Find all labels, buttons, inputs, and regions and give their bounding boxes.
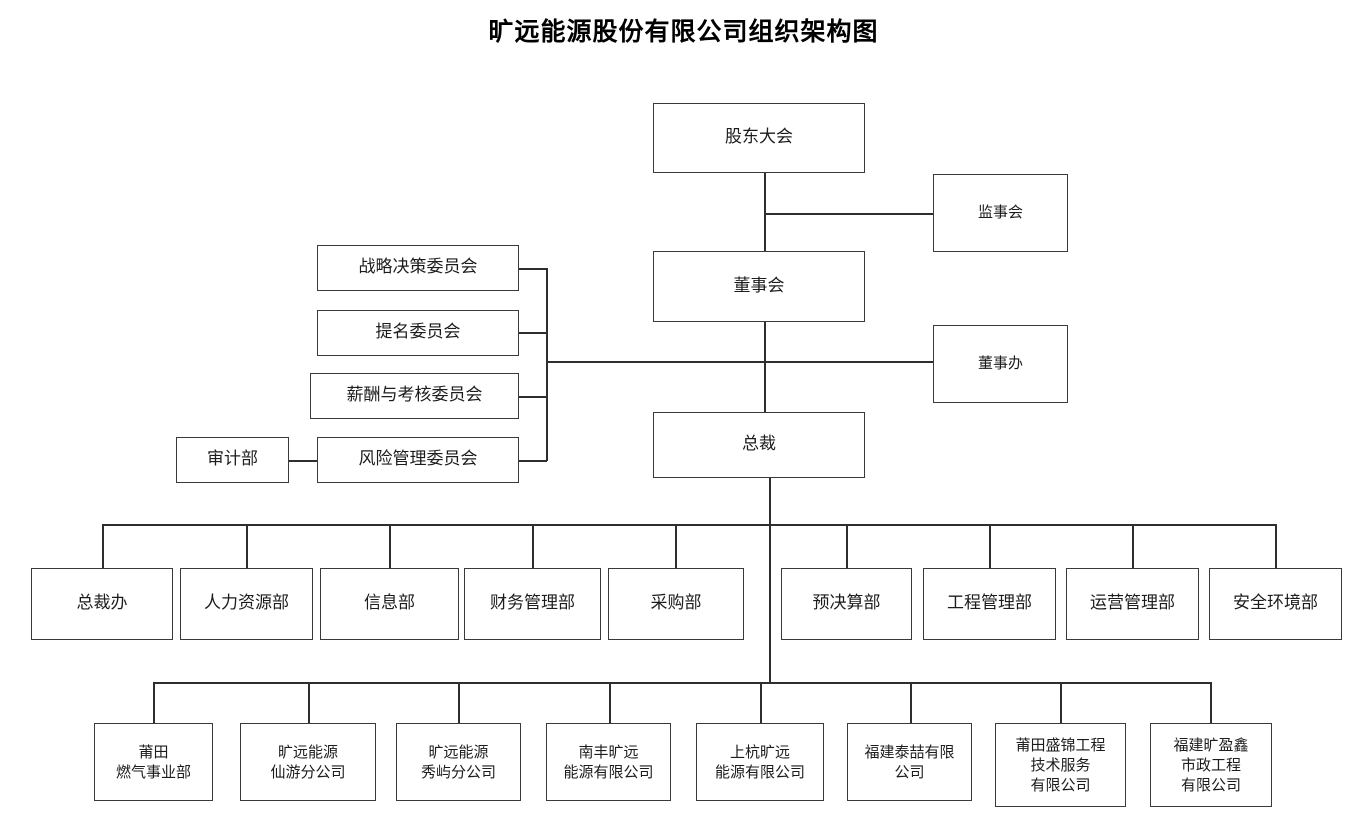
connector-subsidiary-drop-7 [1060, 682, 1062, 723]
connector-department-drop-8 [1132, 524, 1134, 569]
node-board-office[interactable]: 董事办 [933, 325, 1068, 403]
node-subsidiary-nanfeng[interactable]: 南丰旷远 能源有限公司 [546, 723, 671, 801]
connector-board-to-president [764, 321, 766, 412]
connector-subsidiary-drop-1 [153, 682, 155, 723]
node-department-safety-environment[interactable]: 安全环境部 [1209, 568, 1342, 640]
connector-subsidiary-drop-6 [910, 682, 912, 723]
node-committee-strategy[interactable]: 战略决策委员会 [317, 245, 519, 291]
connector-president-spine [769, 478, 771, 683]
connector-board-row-horizontal [546, 361, 934, 363]
node-subsidiary-putian-gas[interactable]: 莆田 燃气事业部 [94, 723, 213, 801]
page-title: 旷远能源股份有限公司组织架构图 [488, 17, 879, 46]
connector-department-drop-5 [675, 524, 677, 569]
connector-shareholders-to-supervisors [764, 213, 934, 215]
node-subsidiary-fujian-kuangyingxin[interactable]: 福建旷盈鑫 市政工程 有限公司 [1150, 723, 1272, 807]
connector-department-drop-6 [846, 524, 848, 569]
connector-department-drop-9 [1275, 524, 1277, 569]
connector-committee-stub-4 [519, 460, 547, 462]
connector-subsidiary-drop-2 [308, 682, 310, 723]
connector-department-drop-1 [102, 524, 104, 569]
connector-subsidiary-drop-5 [760, 682, 762, 723]
node-subsidiary-shanghang[interactable]: 上杭旷远 能源有限公司 [696, 723, 824, 801]
connector-subsidiary-drop-4 [609, 682, 611, 723]
node-audit-department[interactable]: 审计部 [176, 437, 289, 483]
connector-committee-stub-1 [519, 268, 547, 270]
connector-department-bus [102, 524, 1276, 526]
connector-subsidiary-drop-3 [458, 682, 460, 723]
connector-audit-to-risk-committee [289, 460, 318, 462]
node-subsidiary-fujian-taizhe[interactable]: 福建泰喆有限 公司 [847, 723, 972, 801]
node-department-procurement[interactable]: 采购部 [608, 568, 744, 640]
node-department-finance[interactable]: 财务管理部 [464, 568, 601, 640]
node-committee-risk[interactable]: 风险管理委员会 [317, 437, 519, 483]
node-department-hr[interactable]: 人力资源部 [180, 568, 313, 640]
connector-department-drop-7 [989, 524, 991, 569]
node-subsidiary-xiuyu-branch[interactable]: 旷远能源 秀屿分公司 [396, 723, 521, 801]
node-subsidiary-putian-shengjin[interactable]: 莆田盛锦工程 技术服务 有限公司 [995, 723, 1126, 807]
node-department-operations[interactable]: 运营管理部 [1066, 568, 1199, 640]
node-department-president-office[interactable]: 总裁办 [31, 568, 173, 640]
connector-committee-stub-2 [519, 332, 547, 334]
connector-subsidiary-drop-8 [1210, 682, 1212, 723]
node-board-of-directors[interactable]: 董事会 [653, 251, 865, 322]
node-committee-nomination[interactable]: 提名委员会 [317, 310, 519, 356]
node-department-engineering[interactable]: 工程管理部 [923, 568, 1056, 640]
node-shareholders-meeting[interactable]: 股东大会 [653, 103, 865, 173]
connector-department-drop-2 [246, 524, 248, 569]
node-president[interactable]: 总裁 [653, 412, 865, 478]
node-department-information[interactable]: 信息部 [320, 568, 459, 640]
node-department-budget[interactable]: 预决算部 [781, 568, 912, 640]
connector-committee-bus [546, 268, 548, 461]
connector-committee-stub-3 [519, 396, 547, 398]
connector-department-drop-4 [532, 524, 534, 569]
node-subsidiary-xianyou-branch[interactable]: 旷远能源 仙游分公司 [240, 723, 376, 801]
connector-department-drop-3 [389, 524, 391, 569]
connector-subsidiary-bus [153, 682, 1210, 684]
node-board-of-supervisors[interactable]: 监事会 [933, 174, 1068, 252]
node-committee-remuneration[interactable]: 薪酬与考核委员会 [310, 373, 519, 419]
